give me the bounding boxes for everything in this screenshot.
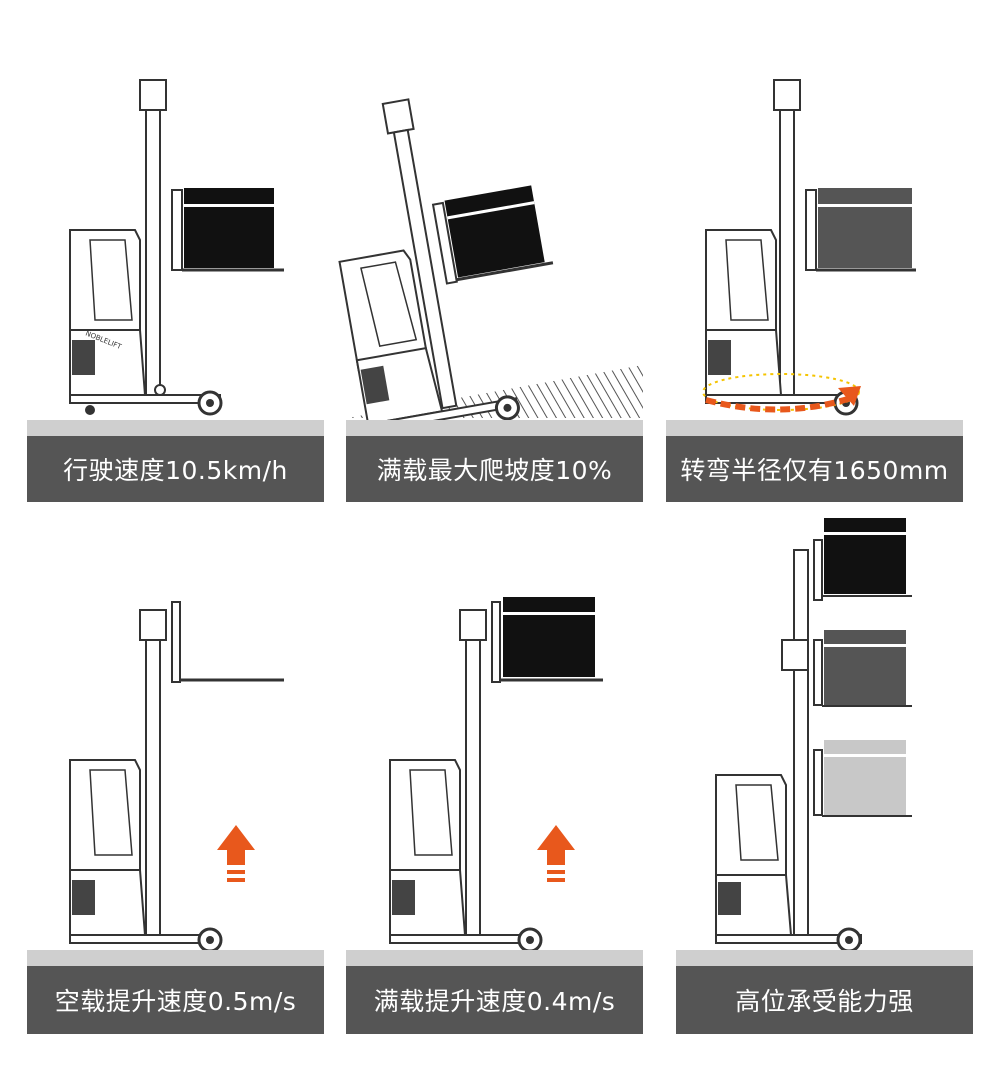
feature-panel-high-capacity: 高位承受能力强 bbox=[666, 510, 1000, 1076]
feature-panel-travel-speed: NOBLELIFT 行驶速度10.5km/h bbox=[0, 0, 333, 510]
floor-strip bbox=[27, 420, 324, 436]
reach-truck-on-ramp-illustration bbox=[338, 98, 643, 420]
floor-strip bbox=[676, 950, 973, 966]
reach-truck-lifting-empty-illustration bbox=[69, 601, 284, 950]
feature-panel-turning-radius: 转弯半径仅有1650mm bbox=[666, 0, 1000, 510]
feature-caption: 高位承受能力强 bbox=[676, 966, 973, 1034]
feature-caption: 满载提升速度0.4m/s bbox=[346, 966, 643, 1034]
floor-strip bbox=[666, 420, 963, 436]
reach-truck-lifting-loaded-illustration bbox=[389, 597, 603, 950]
up-arrow-icon bbox=[217, 825, 255, 882]
reach-truck-high-lift-illustration bbox=[715, 518, 912, 950]
feature-panel-empty-lift-speed: 空载提升速度0.5m/s bbox=[0, 510, 333, 1076]
feature-caption: 满载最大爬坡度10% bbox=[346, 436, 643, 502]
turning-arrow bbox=[705, 395, 852, 413]
reach-truck-turning-illustration bbox=[702, 79, 916, 416]
up-arrow-icon bbox=[537, 825, 575, 882]
feature-panel-gradeability: 满载最大爬坡度10% bbox=[333, 0, 666, 510]
floor-strip bbox=[346, 420, 643, 436]
feature-caption: 行驶速度10.5km/h bbox=[27, 436, 324, 502]
turning-path bbox=[702, 373, 860, 411]
reach-truck-illustration: NOBLELIFT bbox=[69, 79, 284, 416]
floor-strip bbox=[346, 950, 643, 966]
feature-panel-loaded-lift-speed: 满载提升速度0.4m/s bbox=[333, 510, 666, 1076]
turning-arrow-head bbox=[838, 386, 861, 406]
feature-caption: 转弯半径仅有1650mm bbox=[666, 436, 963, 502]
floor-strip bbox=[27, 950, 324, 966]
feature-caption: 空载提升速度0.5m/s bbox=[27, 966, 324, 1034]
